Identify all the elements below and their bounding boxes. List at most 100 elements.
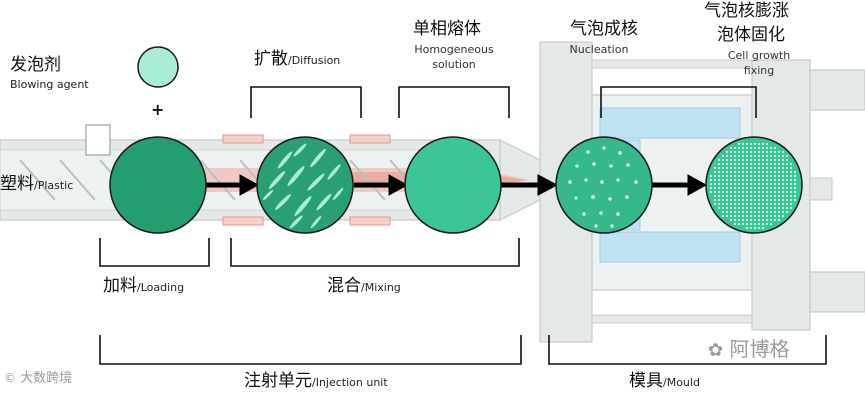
foam-cell	[741, 186, 745, 190]
foam-cell	[753, 190, 757, 194]
foam-cell	[793, 170, 797, 174]
foam-cell	[749, 186, 753, 190]
foam-cell	[733, 222, 737, 226]
foam-cell	[725, 162, 729, 166]
foam-cell	[753, 210, 757, 214]
foam-cell	[789, 170, 793, 174]
foam-cell	[721, 210, 725, 214]
foam-cell	[785, 166, 789, 170]
foam-cell	[765, 190, 769, 194]
foam-cell	[717, 194, 721, 198]
foam-cell	[789, 202, 793, 206]
foam-cell	[769, 170, 773, 174]
foam-cell	[749, 158, 753, 162]
foam-cell	[753, 178, 757, 182]
foam-cell	[749, 222, 753, 226]
foam-cell	[753, 218, 757, 222]
foam-cell	[793, 174, 797, 178]
foam-cell	[777, 162, 781, 166]
plastic-label-en: /Plastic	[34, 179, 74, 192]
foam-cell	[769, 194, 773, 198]
foam-cell	[789, 186, 793, 190]
foam-cell	[737, 198, 741, 202]
foam-cell	[721, 154, 725, 158]
foam-cell	[721, 166, 725, 170]
foam-cell	[757, 142, 761, 146]
foam-cell	[745, 178, 749, 182]
foam-cell	[737, 206, 741, 210]
foam-cell	[785, 182, 789, 186]
foam-cell	[749, 170, 753, 174]
foam-cell	[741, 194, 745, 198]
foam-cell	[769, 150, 773, 154]
foam-cell	[729, 190, 733, 194]
foam-cell	[777, 178, 781, 182]
foam-cell	[713, 194, 717, 198]
foam-cell	[761, 206, 765, 210]
foam-cell	[773, 198, 777, 202]
foam-cell	[737, 178, 741, 182]
foam-cell	[793, 194, 797, 198]
bracket-diffusion	[250, 86, 362, 118]
foam-cell	[773, 154, 777, 158]
foam-cell	[737, 166, 741, 170]
foam-cell	[773, 170, 777, 174]
foam-cell	[745, 186, 749, 190]
foam-cell	[761, 190, 765, 194]
foam-cell	[789, 198, 793, 202]
foam-cell	[749, 162, 753, 166]
foam-cell	[773, 178, 777, 182]
foam-cell	[777, 214, 781, 218]
foam-cell	[729, 158, 733, 162]
foam-cell	[717, 166, 721, 170]
foam-cell	[769, 206, 773, 210]
nucleation-label-cn: 气泡成核	[570, 19, 638, 39]
foam-cell	[777, 186, 781, 190]
foam-cell	[781, 162, 785, 166]
bracket-nucleation-growth	[600, 86, 757, 118]
foam-cell	[769, 202, 773, 206]
foam-cell	[717, 202, 721, 206]
foam-cell	[765, 170, 769, 174]
foam-cell	[757, 162, 761, 166]
foam-cell	[737, 162, 741, 166]
foam-cell	[765, 218, 769, 222]
foam-cell	[725, 202, 729, 206]
foam-cell	[769, 210, 773, 214]
loading-label-cn: 加料	[103, 276, 137, 296]
foam-cell	[713, 186, 717, 190]
foam-cell	[717, 174, 721, 178]
foam-cell	[745, 206, 749, 210]
foam-cell	[749, 214, 753, 218]
foam-cell	[757, 210, 761, 214]
foam-cell	[753, 186, 757, 190]
bracket-mould	[548, 335, 827, 365]
foam-cell	[725, 158, 729, 162]
homogeneous-label-en-2: solution	[432, 58, 476, 71]
foam-cell	[749, 218, 753, 222]
cell-growth-circle	[705, 136, 803, 234]
foam-cell	[721, 198, 725, 202]
bracket-mixing	[230, 238, 520, 267]
foam-cell	[765, 178, 769, 182]
foam-cell	[721, 190, 725, 194]
foam-cell	[749, 154, 753, 158]
foam-cell	[757, 158, 761, 162]
foam-cell	[745, 194, 749, 198]
foam-cell	[765, 158, 769, 162]
foam-cell	[781, 186, 785, 190]
foam-cell	[733, 162, 737, 166]
foam-cell	[741, 190, 745, 194]
plastic-label-cn: 塑料	[0, 174, 34, 194]
mould-label: 模具/Mould	[629, 372, 700, 391]
foam-cell	[757, 198, 761, 202]
foam-cell	[741, 210, 745, 214]
foam-cell	[733, 210, 737, 214]
foam-cell	[729, 174, 733, 178]
process-arrows	[205, 174, 708, 196]
foam-cell	[765, 150, 769, 154]
foam-cell	[785, 186, 789, 190]
foam-cell	[737, 158, 741, 162]
foam-cell	[765, 146, 769, 150]
foam-cell	[733, 158, 737, 162]
